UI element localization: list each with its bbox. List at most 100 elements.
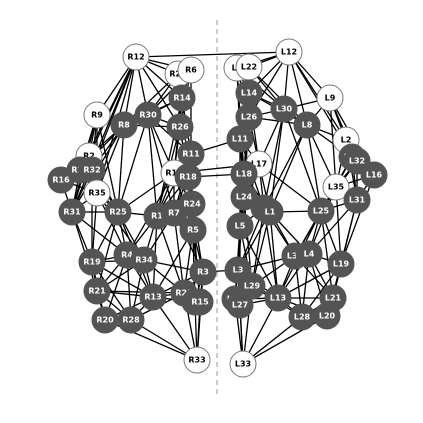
node-circle <box>343 186 371 214</box>
node-label: L25 <box>313 207 330 216</box>
node-circle <box>183 346 211 374</box>
node-circle <box>122 43 150 71</box>
node-label: R16 <box>52 176 70 185</box>
node-label: L27 <box>232 301 248 310</box>
node-label: R20 <box>96 316 114 325</box>
node-label: L16 <box>366 171 383 180</box>
node-circle <box>83 101 111 129</box>
node-label: R4 <box>121 251 133 260</box>
node-circle <box>134 101 162 129</box>
node-label: R13 <box>144 293 161 302</box>
node-r14: R14 <box>168 84 196 112</box>
edge-R30-R25 <box>117 114 149 213</box>
node-label: R6 <box>185 66 197 75</box>
node-circle <box>226 125 254 153</box>
node-label: L20 <box>319 312 336 321</box>
node-label: R3 <box>197 268 209 277</box>
node-label: R34 <box>135 256 153 265</box>
node-circle <box>307 197 335 225</box>
node-r6: R6 <box>177 56 205 84</box>
node-label: L17 <box>251 160 267 169</box>
node-label: L14 <box>241 89 258 98</box>
node-circle <box>104 198 132 226</box>
node-r30: R30 <box>134 101 162 129</box>
node-layer: R12R22R6R14R9R30R8R26R2R11R16R10R32R17R1… <box>47 38 388 378</box>
node-r34: R34 <box>130 246 158 274</box>
node-circle <box>130 246 158 274</box>
node-label: L8 <box>302 121 313 130</box>
node-label: R24 <box>183 200 201 209</box>
node-r31: R31 <box>58 198 86 226</box>
edge-L30-L25 <box>283 108 322 212</box>
node-label: R2 <box>83 152 95 161</box>
node-r5: R5 <box>179 216 207 244</box>
node-circle <box>270 95 298 123</box>
edge-L8-L1 <box>269 124 308 213</box>
node-circle <box>83 179 111 207</box>
node-label: L35 <box>328 183 345 192</box>
node-label: R29 <box>175 289 193 298</box>
node-circle <box>174 163 202 191</box>
node-label: L2 <box>341 136 352 145</box>
node-l33: L33 <box>229 350 257 378</box>
node-label: L19 <box>333 260 350 269</box>
node-label: R5 <box>187 226 199 235</box>
node-label: L24 <box>236 193 253 202</box>
node-label: L32 <box>349 157 365 166</box>
node-label: L30 <box>276 105 293 114</box>
node-label: L1 <box>265 208 276 217</box>
node-circle <box>110 111 138 139</box>
node-label: L33 <box>235 360 251 369</box>
node-label: L5 <box>235 222 246 231</box>
node-circle <box>58 198 86 226</box>
node-r33: R33 <box>183 346 211 374</box>
node-l5: L5 <box>226 212 254 240</box>
edge-R1-R29 <box>156 215 185 294</box>
node-label: R25 <box>109 208 127 217</box>
node-label: L22 <box>241 63 257 72</box>
edge-R12-L12 <box>135 51 290 58</box>
node-circle <box>295 240 323 268</box>
edge-R30-R1 <box>147 114 158 217</box>
node-l19: L19 <box>327 250 355 278</box>
node-l18: L18 <box>230 160 258 188</box>
node-label: L34 <box>287 252 304 261</box>
node-r13: R13 <box>139 283 167 311</box>
edge-L1-L13 <box>269 211 279 299</box>
node-label: R33 <box>188 356 205 365</box>
edge-L22-L8 <box>248 66 308 126</box>
node-circle <box>256 198 284 226</box>
node-r20: R20 <box>91 306 119 334</box>
node-circle <box>117 306 145 334</box>
node-r28: R28 <box>117 306 145 334</box>
node-label: R31 <box>63 208 81 217</box>
node-circle <box>177 56 205 84</box>
edge-L30-L7 <box>263 108 285 209</box>
node-label: R15 <box>191 298 209 307</box>
node-l16: L16 <box>360 161 388 189</box>
node-r32: R32 <box>78 156 106 184</box>
node-l22: L22 <box>235 53 263 81</box>
node-label: L3 <box>233 266 244 275</box>
node-r21: R21 <box>83 277 111 305</box>
node-l27: L27 <box>226 291 254 319</box>
node-label: R8 <box>118 121 130 130</box>
node-r25: R25 <box>104 198 132 226</box>
node-label: R17 <box>165 169 182 178</box>
node-l11: L11 <box>226 125 254 153</box>
node-circle <box>139 283 167 311</box>
node-l20: L20 <box>313 302 341 330</box>
node-label: L31 <box>349 196 366 205</box>
node-circle <box>78 248 106 276</box>
node-r35: R35 <box>83 179 111 207</box>
node-label: R14 <box>173 94 191 103</box>
node-circle <box>186 288 214 316</box>
node-label: L4 <box>304 250 315 259</box>
node-l35: L35 <box>322 173 350 201</box>
node-l25: L25 <box>307 197 335 225</box>
node-circle <box>229 350 257 378</box>
node-label: R26 <box>171 123 189 132</box>
edge-R30-R7 <box>147 114 175 214</box>
node-label: R19 <box>83 258 101 267</box>
